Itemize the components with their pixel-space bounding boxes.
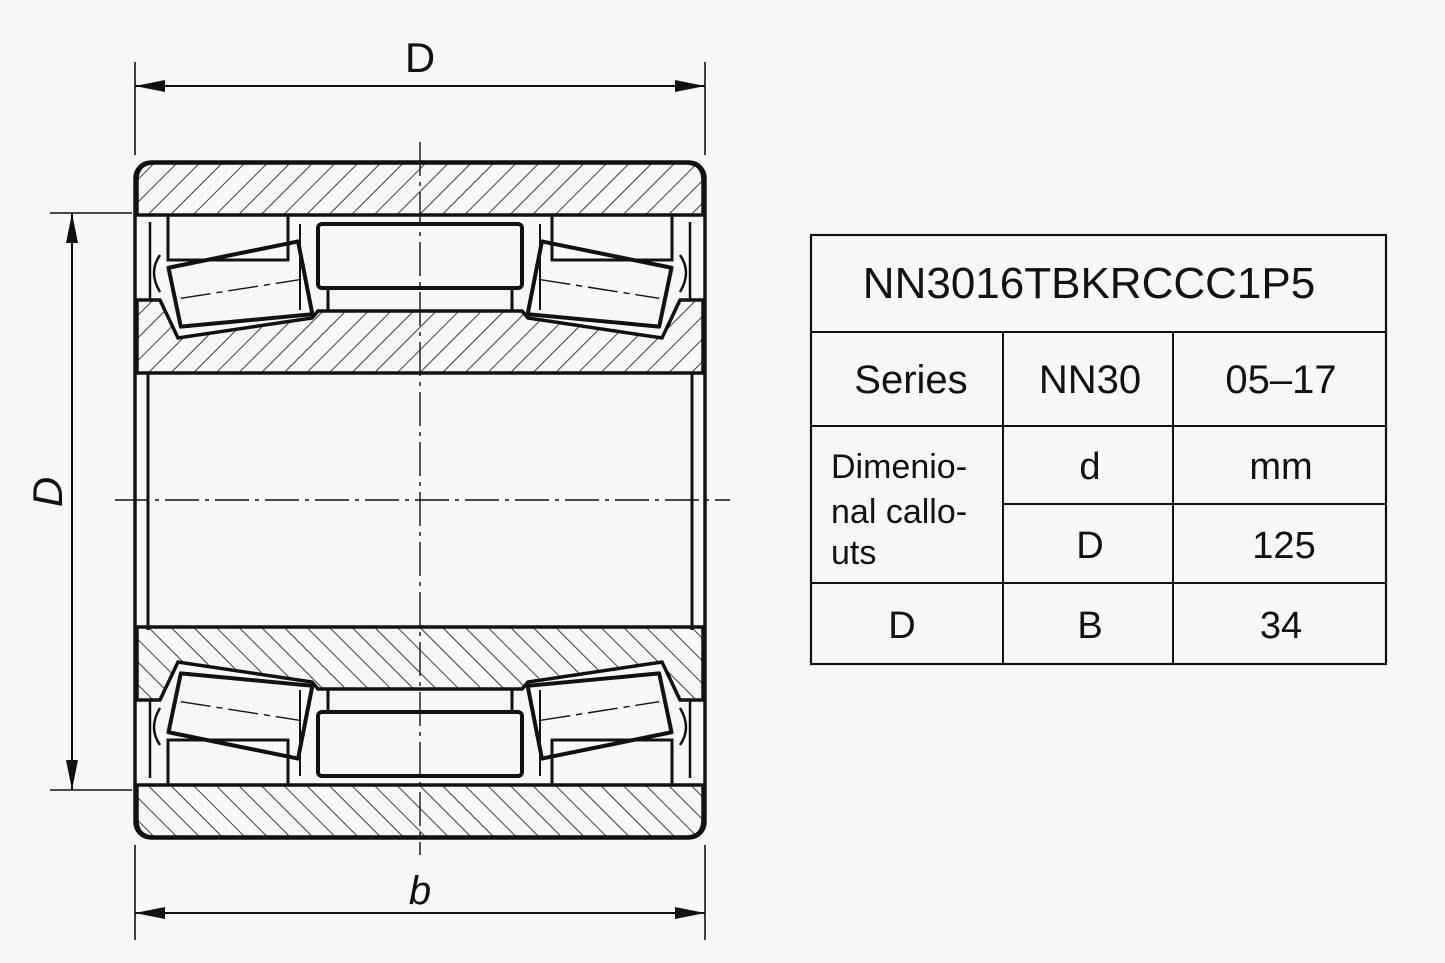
spec-table: NN3016TBKRCCC1P5 Series NN30 05–17 Dimen… <box>809 233 1388 666</box>
left-dimension: D <box>24 212 132 791</box>
series-range: 05–17 <box>1225 358 1336 402</box>
row-D-symbol: D <box>1076 525 1103 567</box>
last-row-value: 34 <box>1260 605 1302 647</box>
dim-group-label-line1: Dimenio- <box>831 448 967 486</box>
dimension-label-bottom: b <box>409 869 431 913</box>
last-row-label: D <box>888 605 915 647</box>
dim-group-label-line3: uts <box>831 534 876 572</box>
dimension-label-top: D <box>405 34 435 81</box>
table-title: NN3016TBKRCCC1P5 <box>863 259 1315 308</box>
dim-group-label-line2: nal callo- <box>831 493 967 531</box>
row-D-value: 125 <box>1252 525 1315 567</box>
row-d-value: mm <box>1249 446 1312 488</box>
series-label: Series <box>854 358 967 402</box>
series-code: NN30 <box>1039 358 1141 402</box>
dimension-label-left: D <box>24 477 71 507</box>
top-dimension: D <box>134 34 706 155</box>
bottom-dimension: b <box>134 845 706 940</box>
row-d-symbol: d <box>1079 446 1100 488</box>
last-row-symbol: B <box>1077 605 1102 647</box>
